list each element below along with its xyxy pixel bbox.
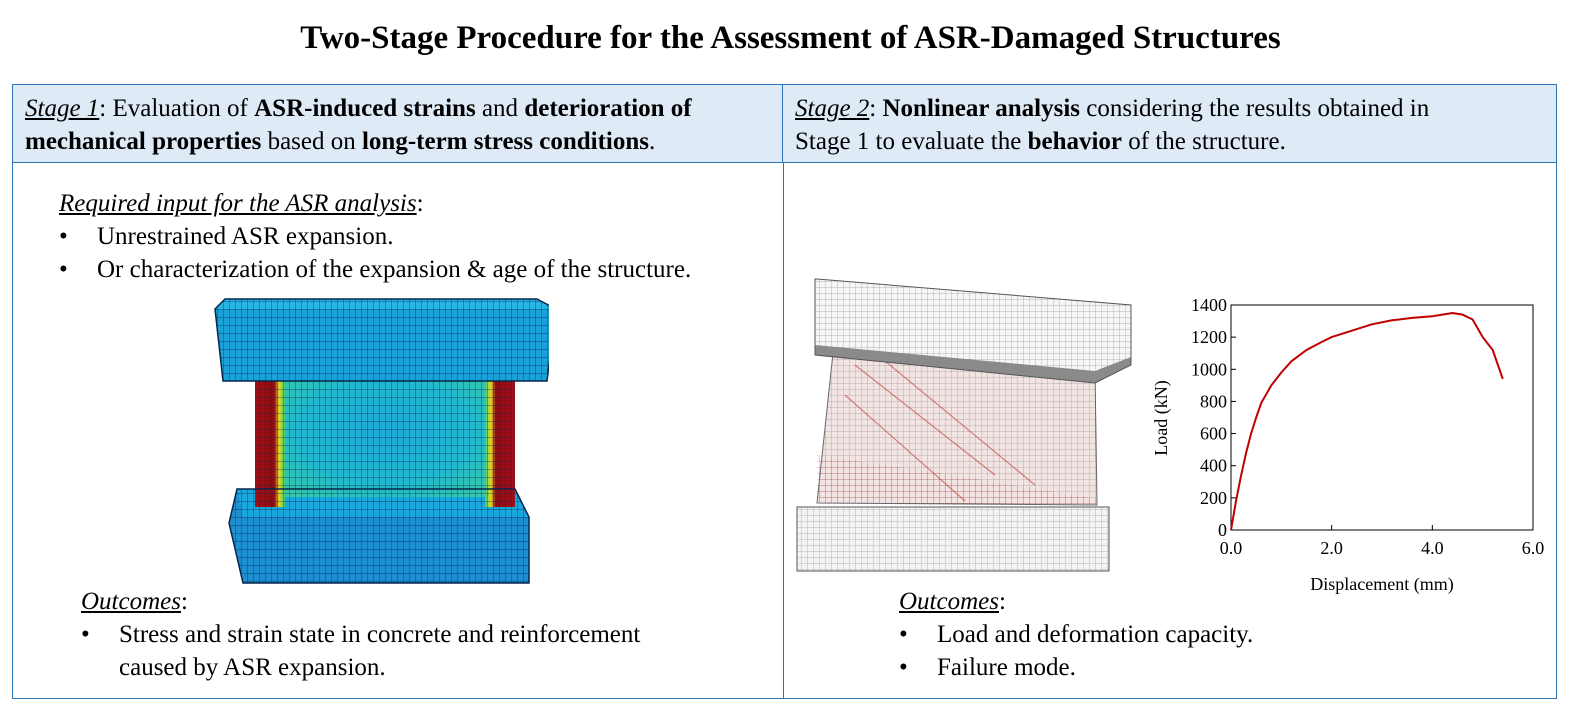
- required-input-list: Unrestrained ASR expansion. Or character…: [59, 220, 691, 286]
- required-input-section: Required input for the ASR analysis: Unr…: [59, 187, 691, 286]
- y-tick-label: 200: [1200, 488, 1227, 508]
- y-tick-label: 0: [1218, 520, 1227, 540]
- y-tick-label: 400: [1200, 456, 1227, 476]
- x-axis-label: Displacement (mm): [1310, 574, 1453, 595]
- x-tick-label: 6.0: [1522, 538, 1545, 558]
- x-tick-label: 0.0: [1220, 538, 1243, 558]
- list-item: Load and deformation capacity.: [899, 618, 1253, 651]
- stage1-bold-stress: long-term stress conditions: [361, 128, 650, 155]
- required-input-heading: Required input for the ASR analysis: [59, 190, 417, 217]
- stage2-outcomes-heading-line: Outcomes:: [899, 585, 1253, 618]
- stage2-label: Stage 2: [795, 95, 870, 122]
- column-divider: [783, 163, 784, 698]
- list-item: Or characterization of the expansion & a…: [59, 253, 691, 286]
- stage1-bold-strains: ASR-induced strains: [254, 95, 476, 122]
- plot-frame: [1230, 304, 1534, 531]
- heading-colon: :: [416, 190, 424, 217]
- y-tick-label: 800: [1200, 391, 1227, 411]
- stage1-outcomes-heading-line: Outcomes:: [81, 585, 640, 618]
- y-axis: 0 200 400 600 800 1000 1200 1400: [1191, 297, 1236, 540]
- list-item: Stress and strain state in concrete and …: [81, 618, 640, 684]
- stage2-text: of the structure.: [1122, 128, 1286, 155]
- stage2-text: :: [869, 95, 883, 122]
- stage1-bold-deterioration: deterioration of: [524, 95, 692, 122]
- stage2-text: Stage 1 to evaluate the: [795, 128, 1028, 155]
- stage1-text: : Evaluation of: [99, 95, 255, 122]
- stage1-text: and: [475, 95, 525, 122]
- list-item: Unrestrained ASR expansion.: [59, 220, 691, 253]
- x-tick-label: 2.0: [1320, 538, 1343, 558]
- load-displacement-curve: [1230, 311, 1504, 531]
- y-tick-label: 600: [1200, 424, 1227, 444]
- list-item: Failure mode.: [899, 651, 1253, 684]
- plot-area: [1230, 304, 1534, 531]
- stage1-header-line2: mechanical properties based on long-term…: [25, 125, 770, 158]
- asr-fe-model-image: [214, 298, 549, 584]
- y-tick-label: 1000: [1191, 359, 1227, 379]
- stage2-header-line2: Stage 1 to evaluate the behavior of the …: [795, 125, 1544, 158]
- stage1-text: based on: [261, 128, 362, 155]
- stage1-outcomes-section: Outcomes: Stress and strain state in con…: [81, 585, 640, 684]
- x-axis: 0.0 2.0 4.0 6.0: [1220, 525, 1545, 558]
- stage2-header-line1: Stage 2: Nonlinear analysis considering …: [795, 92, 1544, 125]
- stage1-outcomes-heading: Outcomes: [81, 588, 181, 615]
- stage2-outcomes-list: Load and deformation capacity. Failure m…: [899, 618, 1253, 684]
- required-input-heading-line: Required input for the ASR analysis:: [59, 187, 691, 220]
- stage1-bold-mechanical: mechanical properties: [25, 128, 262, 155]
- y-tick-label: 1200: [1191, 327, 1227, 347]
- procedure-table: Stage 1: Evaluation of ASR-induced strai…: [12, 84, 1557, 699]
- stage1-header: Stage 1: Evaluation of ASR-induced strai…: [13, 85, 783, 163]
- stage1-header-line1: Stage 1: Evaluation of ASR-induced strai…: [25, 92, 770, 125]
- x-tick-label: 4.0: [1421, 538, 1444, 558]
- heading-colon: :: [998, 588, 1006, 615]
- y-tick-label: 1400: [1191, 297, 1227, 315]
- stage1-text: .: [649, 128, 656, 155]
- stage2-bold-nonlinear: Nonlinear analysis: [882, 95, 1081, 122]
- stage2-text: considering the results obtained in: [1080, 95, 1430, 122]
- stage1-outcomes-list: Stress and strain state in concrete and …: [81, 618, 640, 684]
- y-axis-label: Load (kN): [1151, 380, 1172, 455]
- stage2-outcomes-section: Outcomes: Load and deformation capacity.…: [899, 585, 1253, 684]
- stage1-label: Stage 1: [25, 95, 100, 122]
- stage2-outcomes-heading: Outcomes: [899, 588, 999, 615]
- heading-colon: :: [180, 588, 188, 615]
- outcome-line: caused by ASR expansion.: [119, 654, 386, 681]
- load-displacement-chart: 0 200 400 600 800 1000 1200 1400 0.0 2.0 4.0 6.0 D…: [1151, 297, 1545, 595]
- outcome-line: Stress and strain state in concrete and …: [119, 621, 641, 648]
- stage2-header: Stage 2: Nonlinear analysis considering …: [783, 85, 1556, 163]
- stage2-bold-behavior: behavior: [1027, 128, 1123, 155]
- page-title: Two-Stage Procedure for the Assessment o…: [300, 20, 1281, 56]
- nonlinear-fe-model-image: [796, 278, 1132, 572]
